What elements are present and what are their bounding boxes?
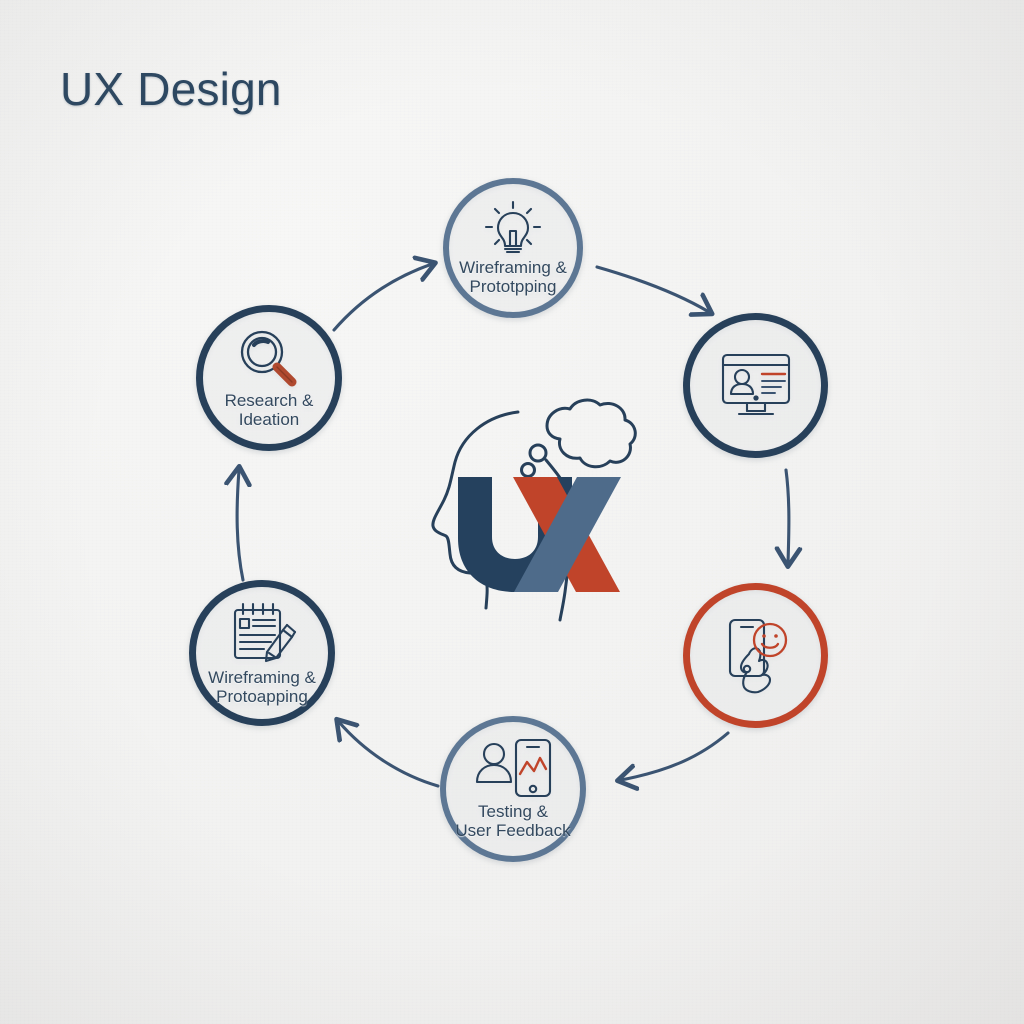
node-label-line1: Wireframing & [459,257,567,277]
user-phone-chart-icon [475,738,552,798]
notepad-pencil-icon [233,602,297,663]
desktop-monitor-profile-icon [721,353,790,415]
node-label-line2: Protoapping [216,687,308,706]
thought-dot-small-icon [520,462,536,478]
arrow-testing-to-wireframing-left [339,722,440,788]
node-label-line2: User Feedback [455,821,571,840]
node-usability-hand-phone[interactable] [683,583,828,728]
page-title: UX Design [60,63,282,115]
node-wireframing-prototyping-left[interactable]: Wireframing & Protoapping [189,580,335,726]
node-label: Wireframing & Protoapping [208,668,316,706]
node-research-ideation[interactable]: Research & Ideation [196,305,342,451]
node-label-line2: Prototpping [469,277,557,296]
lightbulb-icon [484,200,542,254]
node-label-line1: Testing & [478,801,548,821]
node-label-line2: Ideation [238,410,300,429]
node-label: Testing & User Feedback [455,802,570,840]
node-label-line1: Research & [224,390,314,410]
thought-dot-large-icon [528,443,548,463]
node-ui-design-monitor[interactable] [683,313,828,458]
node-label-line1: Wireframing & [208,667,316,687]
ux-center-logo [431,398,637,622]
arrow-research-to-wireframing [332,264,432,332]
node-testing-user-feedback[interactable]: Testing & User Feedback [440,716,586,862]
node-label: Wireframing & Prototpping [459,258,567,296]
node-label: Research & Ideation [225,391,314,429]
node-wireframing-prototyping-top[interactable]: Wireframing & Prototpping [443,178,583,318]
arrow-usability-to-testing [621,731,730,780]
arrow-monitor-to-usability [786,468,789,563]
hand-phone-smiley-icon [728,618,787,693]
magnifying-glass-icon [240,330,297,387]
thought-bubble-icon [545,398,637,469]
logo-letter-x-slate-stroke [514,477,621,592]
arrow-wireframing-left-to-research [237,470,243,582]
arrow-wireframing-to-monitor [595,265,709,312]
